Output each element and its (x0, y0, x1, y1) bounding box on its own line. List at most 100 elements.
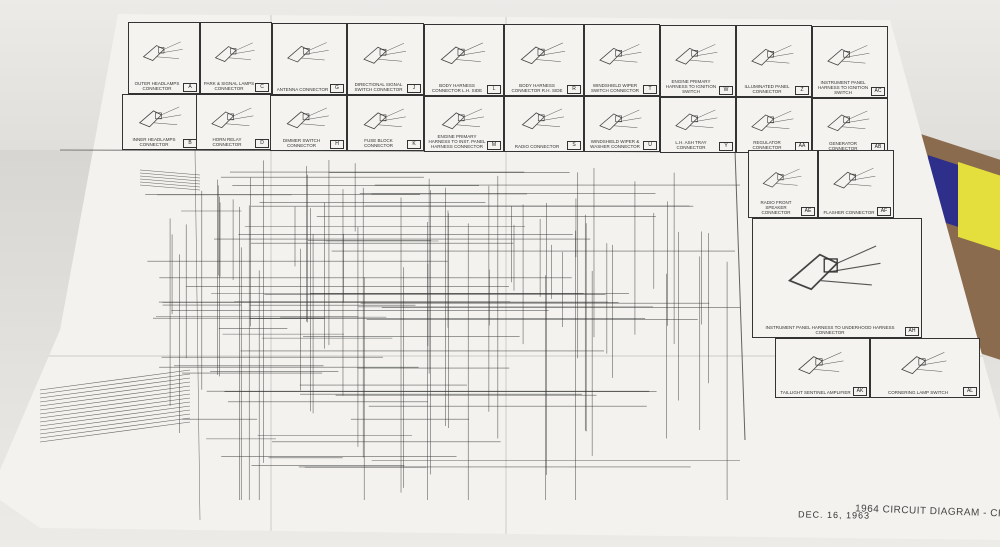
connector-label: Cornering Lamp Switch (888, 390, 948, 395)
connector-panel: Body Harness Connector L.H. Side L (424, 23, 504, 96)
connector-sketch-icon (138, 107, 181, 128)
connector-label: Fuse Block Connector (364, 138, 393, 149)
connector-label: Regulator Connector (752, 140, 782, 151)
connector-label: Inner Headlamps Connector (132, 137, 176, 147)
fold-line (0, 355, 1000, 357)
connector-sketch-icon (440, 42, 485, 65)
connector-panel: Regulator Connector AA (736, 97, 812, 154)
connector-code: L (487, 84, 501, 94)
connector-code: J (407, 84, 421, 94)
connector-label: Engine Primary Harness to Ignition Switc… (665, 78, 717, 94)
connector-code: AK (853, 387, 867, 396)
connector-sketch-icon (599, 109, 642, 131)
wire-line (39, 373, 191, 395)
connector-label: Antenna Connector (276, 86, 329, 92)
connector-label: Generator Connector (828, 140, 858, 151)
connector-code: R (567, 85, 581, 94)
connector-sketch-icon (827, 45, 870, 66)
connector-sketch-icon (285, 107, 329, 129)
connector-code: Y (719, 141, 733, 151)
connector-label: Windshield Wiper Switch Connector (591, 83, 639, 94)
wire-line (39, 417, 191, 439)
connector-sketch-icon (675, 44, 718, 65)
connector-sketch-icon (362, 108, 406, 129)
connector-panel: Generator Connector AB (812, 97, 888, 154)
connector-panel: Inner Headlamps Connector B (122, 94, 200, 150)
connector-panel: Instrument Panel Harness to Ignition Swi… (812, 25, 888, 98)
connector-sketch-icon (441, 108, 484, 130)
connector-code: A (183, 83, 197, 92)
fold-line (270, 14, 272, 540)
connector-sketch-icon (362, 42, 406, 64)
connector-panel: Illuminated Panel Connector Z (736, 25, 812, 98)
wire-line (39, 393, 191, 415)
connector-code: B (183, 139, 197, 148)
connector-label: Body Harness Connector R.H. Side (511, 83, 563, 93)
connector-label: Instrument Panel Harness to Ignition Swi… (817, 79, 869, 95)
connector-panel: Radio Connector S (504, 96, 584, 152)
fold-line (505, 14, 507, 540)
wire-line (139, 178, 201, 185)
wire-line (39, 385, 191, 407)
connector-code: S (567, 141, 581, 150)
connector-code: H (330, 139, 344, 149)
connector-sketch-icon (827, 110, 870, 132)
connector-sketch-icon (751, 44, 794, 66)
connector-code: G (330, 83, 344, 93)
connector-code: AC (871, 86, 885, 96)
wire-line (194, 149, 201, 521)
connector-sketch-icon (211, 107, 254, 129)
connector-panel: Dimmer Switch Connector H (270, 94, 347, 151)
connector-label: Park & Signal Lamps Connector (203, 81, 255, 92)
connector-code: AE (801, 207, 815, 216)
connector-panel: Outer Headlamps Connector A (128, 22, 200, 94)
wire-line (39, 421, 191, 443)
connector-code: Z (795, 86, 809, 96)
wire-line (139, 184, 201, 191)
connector-panel: Engine Primary Harness to Ignition Switc… (660, 24, 736, 97)
connector-label: Directional Signal Switch Connector (354, 82, 403, 93)
wire-line (139, 172, 201, 179)
connector-sketch-icon (762, 168, 802, 188)
connector-sketch-icon (833, 167, 876, 189)
connector-code: K (407, 140, 421, 150)
connector-panel: Engine Primary Harness to Inst. Panel Ha… (424, 95, 504, 152)
connector-label: Flasher Connector (823, 210, 875, 215)
connector-code: M (487, 140, 501, 150)
connector-panel: Horn Relay Connector D (196, 94, 272, 151)
wire-line (139, 175, 201, 182)
connector-panel: Cornering Lamp Switch AL (870, 338, 980, 398)
connector-panel: Instrument Panel Harness to Underhood Ha… (752, 218, 922, 338)
wire-line (139, 169, 201, 176)
connector-label: Dimmer Switch Connector (282, 137, 321, 148)
connector-sketch-icon (142, 42, 183, 62)
wire-line (39, 369, 191, 391)
connector-code: AL (963, 387, 977, 396)
connector-sketch-icon (787, 245, 881, 291)
connector-sketch-icon (599, 43, 642, 65)
connector-label: Illuminated Panel Connector (744, 84, 790, 95)
connector-sketch-icon (675, 110, 718, 131)
wire-line (139, 181, 201, 188)
connector-panel: Radio Front Speaker Connector AE (748, 150, 818, 218)
wire-line (39, 389, 191, 411)
connector-label: Taillight Sentinel Amplifier (780, 390, 851, 395)
connector-label: Radio Connector (514, 144, 560, 149)
connector-sketch-icon (900, 352, 947, 375)
connector-label: Engine Primary Harness to Inst. Panel Ha… (428, 133, 486, 149)
connector-panel: Park & Signal Lamps Connector C (200, 22, 272, 95)
connector-code: AH (905, 327, 919, 336)
connector-code: C (255, 83, 269, 93)
wire-line (39, 409, 191, 431)
connector-sketch-icon (751, 110, 794, 131)
wire-line (39, 405, 191, 427)
connector-code: U (643, 141, 657, 151)
connector-code: T (643, 85, 657, 95)
wire-line (39, 377, 191, 399)
connector-label: Horn Relay Connector (212, 137, 242, 148)
connector-sketch-icon (520, 43, 565, 65)
connector-label: Body Harness Connector L.H. Side (431, 82, 483, 93)
wire-line (39, 413, 191, 435)
wire-line (39, 397, 191, 419)
